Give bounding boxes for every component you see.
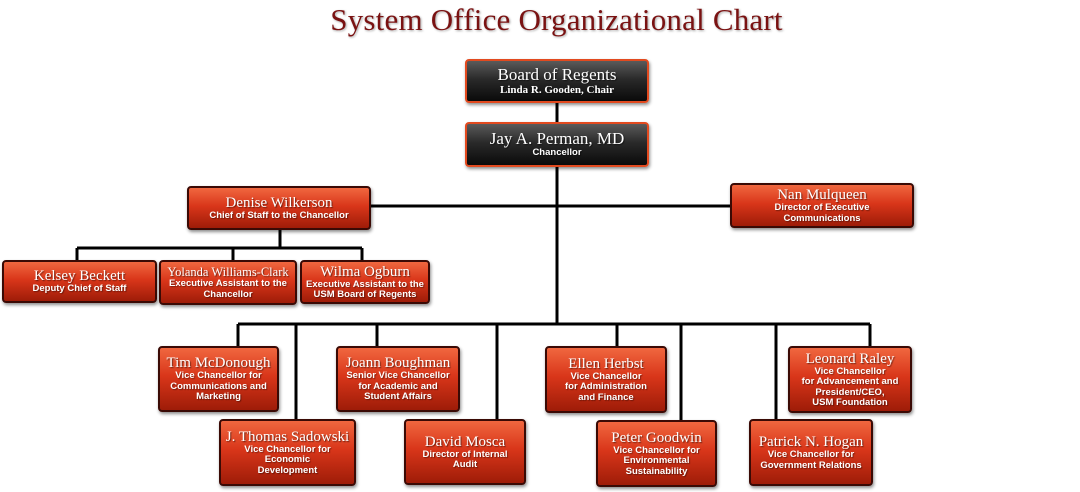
node-kelsey-beckett[interactable]: Kelsey Beckett Deputy Chief of Staff (2, 260, 157, 303)
node-chancellor[interactable]: Jay A. Perman, MD Chancellor (465, 122, 649, 167)
node-name: Kelsey Beckett (33, 268, 126, 285)
node-joann-boughman[interactable]: Joann Boughman Senior Vice Chancellor fo… (336, 346, 460, 412)
node-role: Vice Chancellor for Government Relations (760, 449, 862, 471)
node-name: Nan Mulqueen (777, 187, 867, 203)
chart-title: System Office Organizational Chart (330, 2, 783, 37)
node-role: Executive Assistant to the USM Board of … (306, 278, 424, 300)
node-name: J. Thomas Sadowski (225, 428, 350, 445)
node-role: Chief of Staff to the Chancellor (209, 209, 349, 221)
node-name: Joann Boughman (345, 355, 451, 372)
node-name: Patrick N. Hogan (758, 434, 864, 450)
node-ellen-herbst[interactable]: Ellen Herbst Vice Chancellor for Adminis… (545, 346, 667, 413)
node-peter-goodwin[interactable]: Peter Goodwin Vice Chancellor for Enviro… (596, 420, 717, 487)
node-role: Vice Chancellor for Economic Development (244, 443, 331, 476)
node-name: David Mosca (424, 433, 506, 450)
node-name: Wilma Ogburn (320, 263, 410, 280)
node-tim-mcdonough[interactable]: Tim McDonough Vice Chancellor for Commun… (158, 346, 279, 412)
node-name: Tim McDonough (166, 355, 271, 372)
node-role: Vice Chancellor for Administration and F… (565, 370, 647, 403)
node-name: Leonard Raley (805, 350, 895, 367)
node-denise-wilkerson[interactable]: Denise Wilkerson Chief of Staff to the C… (187, 186, 371, 230)
node-david-mosca[interactable]: David Mosca Director of Internal Audit (404, 419, 526, 485)
node-name: Board of Regents (497, 65, 617, 84)
node-wilma-ogburn[interactable]: Wilma Ogburn Executive Assistant to the … (300, 260, 430, 304)
node-role: Vice Chancellor for Advancement and Pres… (801, 365, 899, 408)
node-role: Vice Chancellor for Communications and M… (170, 370, 267, 403)
node-board-of-regents[interactable]: Board of Regents Linda R. Gooden, Chair (465, 59, 649, 103)
node-role: Executive Assistant to the Chancellor (169, 278, 287, 300)
node-name: Peter Goodwin (611, 429, 702, 446)
node-role: Senior Vice Chancellor for Academic and … (346, 370, 450, 403)
node-yolanda-williams-clark[interactable]: Yolanda Williams-Clark Executive Assista… (159, 260, 297, 305)
node-j-thomas-sadowski[interactable]: J. Thomas Sadowski Vice Chancellor for E… (219, 419, 356, 486)
node-name: Yolanda Williams-Clark (167, 265, 289, 279)
node-name: Ellen Herbst (568, 355, 644, 372)
node-role: Chancellor (532, 147, 582, 159)
node-role: Director of Executive Communications (774, 202, 870, 224)
node-patrick-n-hogan[interactable]: Patrick N. Hogan Vice Chancellor for Gov… (749, 419, 873, 486)
node-nan-mulqueen[interactable]: Nan Mulqueen Director of Executive Commu… (730, 183, 914, 228)
node-role: Vice Chancellor for Environmental Sustai… (613, 444, 700, 477)
node-role: Director of Internal Audit (422, 448, 508, 470)
node-role: Linda R. Gooden, Chair (500, 84, 614, 96)
node-leonard-raley[interactable]: Leonard Raley Vice Chancellor for Advanc… (788, 346, 912, 413)
node-name: Denise Wilkerson (225, 194, 333, 211)
node-name: Jay A. Perman, MD (489, 129, 625, 149)
node-role: Deputy Chief of Staff (32, 283, 127, 295)
